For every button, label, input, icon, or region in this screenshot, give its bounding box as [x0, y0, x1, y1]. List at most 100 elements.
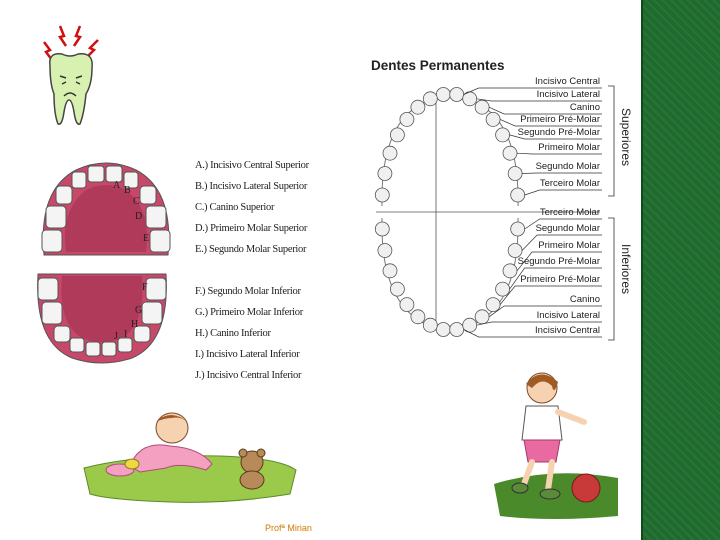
perm-lower-left-tooth-6	[382, 263, 398, 279]
legend-entry-b: B.) Incisivo Lateral Superior	[195, 181, 308, 192]
perm-label-lower-7: Incisivo Lateral	[536, 310, 600, 321]
perm-upper-left-tooth-4	[399, 112, 415, 127]
child-legs	[521, 459, 555, 493]
legend-entry-i: I.) Incisivo Lateral Inferior	[195, 349, 300, 360]
perm-lower-left-tooth-7	[377, 243, 393, 258]
lower-tongue-area	[61, 276, 143, 342]
perm-lower-left-tooth-4	[399, 297, 415, 313]
sidebar-edge	[641, 0, 643, 540]
leader-upper-4	[499, 119, 602, 127]
tooth-eyes	[61, 81, 81, 85]
upper-molar-right-1	[145, 205, 167, 229]
perm-upper-left-tooth-2	[422, 91, 438, 107]
arch-letter-j: J	[114, 331, 118, 342]
lower-canine-left	[53, 325, 71, 343]
lower-group-bracket	[608, 217, 615, 341]
leader-lower-3	[516, 251, 602, 272]
perm-upper-right-tooth-5	[495, 127, 511, 143]
lower-arch-diagram	[37, 273, 167, 364]
perm-label-lower-2: Segundo Molar	[535, 223, 600, 234]
arch-letter-h: H	[131, 319, 139, 330]
lower-canine-right	[133, 325, 151, 343]
leader-lower-1	[524, 218, 602, 230]
perm-label-upper-4: Primeiro Pré-Molar	[520, 114, 600, 125]
perm-label-lower-8: Incisivo Central	[535, 325, 600, 336]
perm-label-upper-3: Canino	[569, 102, 600, 113]
legend-entry-e: E.) Segundo Molar Superior	[195, 244, 307, 255]
lower-central-left	[85, 341, 101, 357]
upper-arch-outline	[381, 95, 519, 207]
perm-upper-right-tooth-1	[449, 87, 465, 102]
pain-spark-mid-right	[72, 25, 83, 47]
perm-lower-left-tooth-8	[374, 221, 390, 237]
perm-lower-right-tooth-3	[474, 309, 490, 325]
permanent-teeth	[374, 87, 526, 337]
teddy-bear-ear-right	[256, 448, 266, 458]
lower-lateral-right	[117, 337, 133, 353]
permanent-teeth-diagram	[374, 85, 615, 341]
permanent-teeth-title: Dentes Permanentes	[371, 58, 505, 73]
perm-upper-right-tooth-3	[474, 99, 490, 115]
arch-letter-a: A	[113, 180, 121, 191]
upper-teeth	[41, 165, 171, 253]
arch-letter-c: C	[133, 196, 140, 207]
perm-label-upper-8: Terceiro Molar	[539, 178, 600, 189]
lower-molar-left-2	[37, 277, 59, 301]
label-leader-lines	[463, 87, 602, 338]
perm-lower-left-tooth-1	[435, 322, 451, 337]
pain-spark-mid-left	[57, 25, 68, 47]
leader-lower-2	[521, 234, 602, 251]
upper-lateral-left	[71, 171, 87, 189]
tooth-body	[49, 53, 93, 125]
legend-entry-f: F.) Segundo Molar Inferior	[195, 286, 301, 297]
perm-label-upper-6: Primeiro Molar	[538, 142, 600, 153]
leader-lower-4	[509, 267, 602, 290]
perm-label-upper-7: Segundo Molar	[535, 161, 600, 172]
leader-lower-8	[463, 329, 602, 338]
perm-upper-right-tooth-7	[507, 166, 523, 181]
leader-upper-8	[524, 189, 602, 196]
lower-central-right	[101, 341, 117, 357]
perm-label-upper-5: Segundo Pré-Molar	[517, 127, 600, 138]
perm-upper-left-tooth-1	[435, 87, 451, 102]
leader-upper-7	[522, 172, 602, 174]
perm-label-upper-1: Incisivo Central	[535, 76, 600, 87]
perm-lower-right-tooth-5	[495, 281, 511, 297]
tooth-eyebrows	[59, 75, 83, 79]
legend-entry-c: C.) Canino Superior	[195, 202, 275, 213]
child-arm	[555, 409, 587, 425]
perm-label-upper-2: Incisivo Lateral	[536, 89, 600, 100]
legend-entry-h: H.) Canino Inferior	[195, 328, 271, 339]
baby-hair	[156, 415, 188, 422]
author-footer: Profª Mirian	[265, 523, 312, 533]
upper-canine-left	[55, 185, 73, 205]
leader-upper-1	[463, 87, 602, 95]
leader-lower-7	[476, 321, 602, 326]
upper-molar-left-2	[41, 229, 63, 253]
upper-central-right	[105, 165, 123, 183]
leader-upper-2	[476, 98, 602, 102]
lower-molar-left-1	[41, 301, 63, 325]
leader-upper-6	[516, 152, 602, 155]
leader-upper-5	[509, 134, 602, 140]
child-pink-shorts	[523, 439, 561, 463]
child-shoe-left	[511, 482, 529, 494]
leader-lower-5	[499, 285, 602, 305]
teddy-bear-body	[239, 470, 265, 490]
red-ball	[571, 473, 601, 503]
perm-lower-left-tooth-2	[422, 317, 438, 333]
perm-lower-right-tooth-6	[502, 263, 518, 279]
pain-spark-left	[43, 41, 53, 61]
arch-letter-e: E	[143, 233, 150, 244]
arch-letter-i: I	[124, 329, 128, 340]
leader-lower-6	[488, 305, 602, 318]
upper-canine-right	[139, 185, 157, 205]
upper-palate	[64, 185, 148, 252]
lower-teeth	[37, 277, 167, 357]
upper-molar-left-1	[45, 205, 67, 229]
upper-arch-diagram	[41, 162, 171, 256]
upper-central-left	[87, 165, 105, 183]
perm-upper-left-tooth-6	[382, 145, 398, 161]
child-shoe-right	[539, 488, 561, 500]
child-with-ball-illustration	[494, 372, 618, 519]
